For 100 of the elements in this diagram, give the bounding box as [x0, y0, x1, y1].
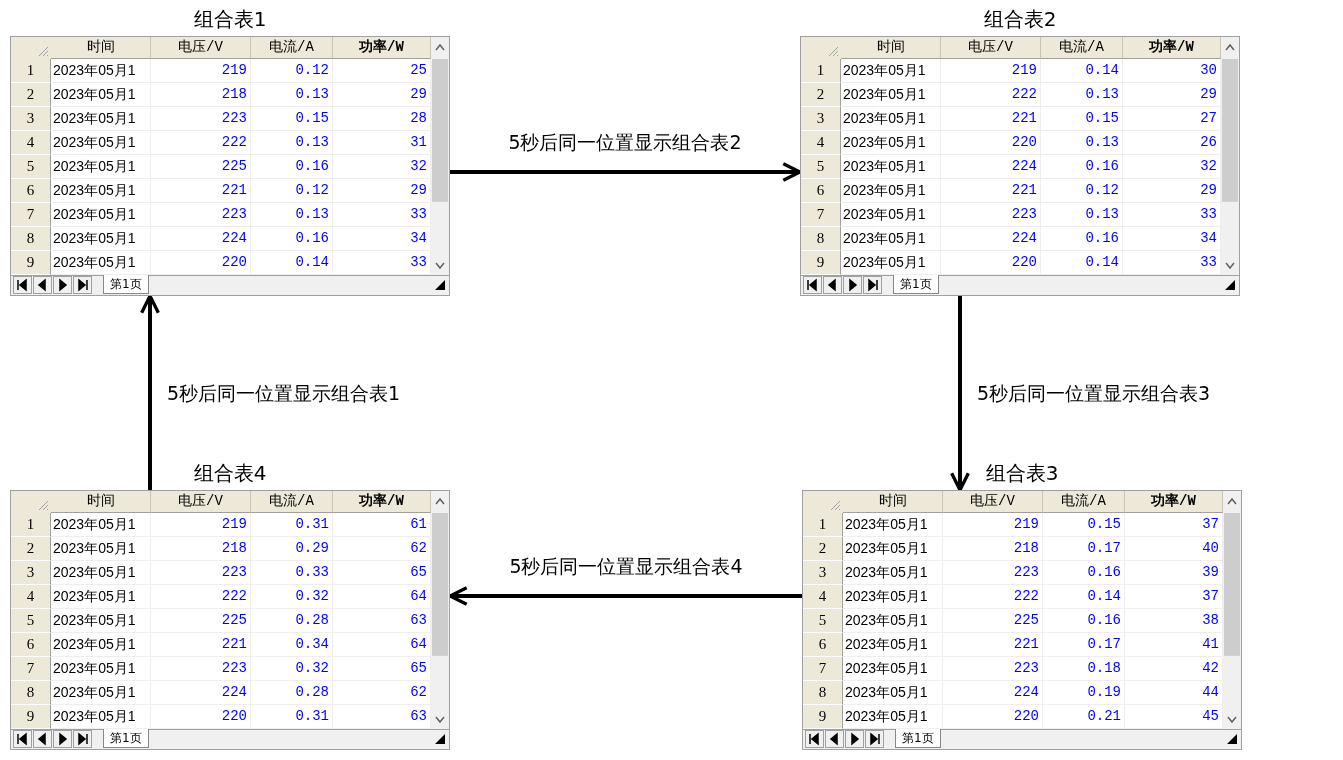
table-title: 组合表1: [193, 6, 267, 33]
table-cell: 2023年05月1: [843, 513, 943, 537]
table-cell: 2023年05月1: [841, 131, 941, 155]
row-number: 7: [803, 657, 843, 681]
column-header: 功率/W: [333, 37, 431, 59]
row-number: 4: [11, 131, 51, 155]
row-number: 3: [801, 107, 841, 131]
row-number: 2: [801, 83, 841, 107]
row-number: 8: [11, 227, 51, 251]
column-header: 电压/V: [151, 491, 251, 513]
table-cell: 2023年05月1: [51, 83, 151, 107]
sheet-tab: 第1页: [895, 729, 941, 748]
column-header: 电流/A: [251, 491, 333, 513]
column-header: 电压/V: [941, 37, 1041, 59]
column-header: 电压/V: [151, 37, 251, 59]
table-cell: 2023年05月1: [51, 537, 151, 561]
table-cell: 225: [943, 609, 1043, 633]
table-cell: 2023年05月1: [51, 155, 151, 179]
table-cell: 223: [151, 561, 251, 585]
table-cell: 2023年05月1: [51, 585, 151, 609]
table-cell: 0.15: [1043, 513, 1125, 537]
table-cell: 0.15: [251, 107, 333, 131]
table-cell: 2023年05月1: [841, 155, 941, 179]
table-cell: 2023年05月1: [843, 609, 943, 633]
table-cell: 0.16: [1043, 561, 1125, 585]
table-cell: 0.19: [1043, 681, 1125, 705]
table-cell: 0.16: [1041, 227, 1123, 251]
table-cell: 223: [941, 203, 1041, 227]
table-cell: 0.28: [251, 609, 333, 633]
table-cell: 0.14: [1043, 585, 1125, 609]
table-cell: 0.16: [251, 227, 333, 251]
table-cell: 0.16: [251, 155, 333, 179]
sheet-tab: 第1页: [103, 729, 149, 748]
row-number: 4: [801, 131, 841, 155]
table-cell: 219: [941, 59, 1041, 83]
arrow: [950, 296, 970, 492]
table-cell: 221: [943, 633, 1043, 657]
row-number: 4: [803, 585, 843, 609]
column-header: 时间: [841, 37, 941, 59]
column-header: 时间: [51, 491, 151, 513]
table-cell: 221: [151, 179, 251, 203]
table-cell: 218: [151, 537, 251, 561]
table-cell: 2023年05月1: [51, 681, 151, 705]
table-cell: 223: [943, 657, 1043, 681]
table-cell: 219: [151, 59, 251, 83]
table-cell: 221: [941, 179, 1041, 203]
table-title: 组合表4: [193, 460, 267, 487]
table-cell: 0.12: [1041, 179, 1123, 203]
row-number: 1: [11, 59, 51, 83]
table-cell: 221: [941, 107, 1041, 131]
table-cell: 2023年05月1: [843, 681, 943, 705]
row-number: 2: [11, 537, 51, 561]
row-number: 7: [11, 203, 51, 227]
table-cell: 2023年05月1: [843, 561, 943, 585]
arrow: [450, 162, 802, 182]
table-cell: 220: [941, 131, 1041, 155]
table-cell: 2023年05月1: [841, 179, 941, 203]
column-header: 功率/W: [333, 491, 431, 513]
row-number: 7: [11, 657, 51, 681]
table-cell: 224: [151, 227, 251, 251]
table-cell: 223: [943, 561, 1043, 585]
table-cell: 0.13: [251, 203, 333, 227]
table-cell: 224: [941, 155, 1041, 179]
table-cell: 2023年05月1: [841, 203, 941, 227]
table-cell: 219: [943, 513, 1043, 537]
table-title: 组合表2: [983, 6, 1057, 33]
table-cell: 0.13: [1041, 131, 1123, 155]
table-cell: 0.28: [251, 681, 333, 705]
table-cell: 222: [151, 131, 251, 155]
table-cell: 0.15: [1041, 107, 1123, 131]
table-cell: 0.18: [1043, 657, 1125, 681]
table-cell: 2023年05月1: [51, 59, 151, 83]
row-number: 3: [803, 561, 843, 585]
table-cell: 2023年05月1: [841, 59, 941, 83]
row-number: 6: [803, 633, 843, 657]
table-cell: 2023年05月1: [51, 131, 151, 155]
table-cell: 2023年05月1: [841, 227, 941, 251]
row-number: 1: [11, 513, 51, 537]
table-cell: 2023年05月1: [51, 227, 151, 251]
table-cell: 222: [943, 585, 1043, 609]
table-cell: 2023年05月1: [843, 537, 943, 561]
table-cell: 2023年05月1: [51, 107, 151, 131]
table-cell: 0.12: [251, 59, 333, 83]
row-number: 5: [11, 609, 51, 633]
table-cell: 218: [151, 83, 251, 107]
row-number: 2: [11, 83, 51, 107]
table-cell: 223: [151, 203, 251, 227]
table-cell: 0.17: [1043, 537, 1125, 561]
column-header: 功率/W: [1123, 37, 1221, 59]
table-cell: 0.12: [251, 179, 333, 203]
table-cell: 0.13: [251, 83, 333, 107]
table-cell: 223: [151, 657, 251, 681]
table-cell: 0.31: [251, 513, 333, 537]
table-cell: 221: [151, 633, 251, 657]
table-cell: 224: [151, 681, 251, 705]
table-cell: 2023年05月1: [843, 657, 943, 681]
row-number: 7: [801, 203, 841, 227]
row-number: 6: [11, 633, 51, 657]
column-header: 电流/A: [1041, 37, 1123, 59]
row-number: 6: [801, 179, 841, 203]
